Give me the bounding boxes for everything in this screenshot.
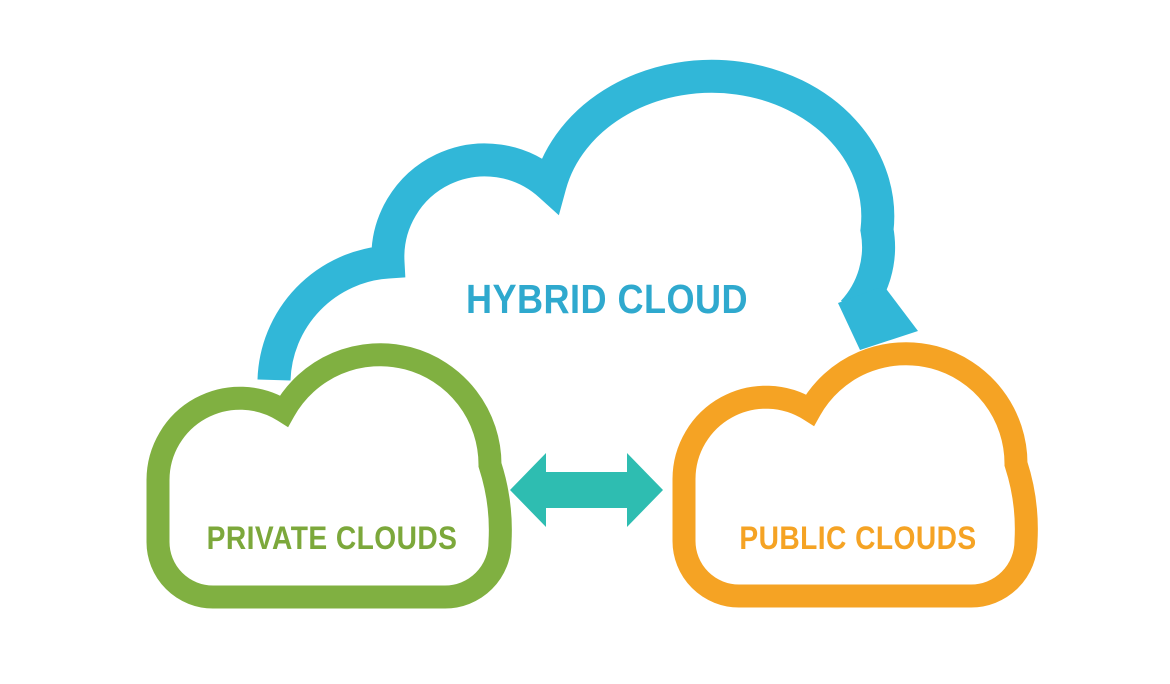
private-cloud-outline [146, 343, 512, 609]
public-clouds-label: PUBLIC CLOUDS [739, 520, 977, 556]
private-clouds-label: PRIVATE CLOUDS [206, 520, 458, 556]
hybrid-cloud-tail-tip [838, 286, 918, 350]
bidirectional-arrow-icon [510, 453, 663, 527]
public-cloud-outline [672, 342, 1038, 608]
hybrid-cloud-label: HYBRID CLOUD [466, 276, 748, 322]
hybrid-cloud-outline [257, 59, 896, 381]
